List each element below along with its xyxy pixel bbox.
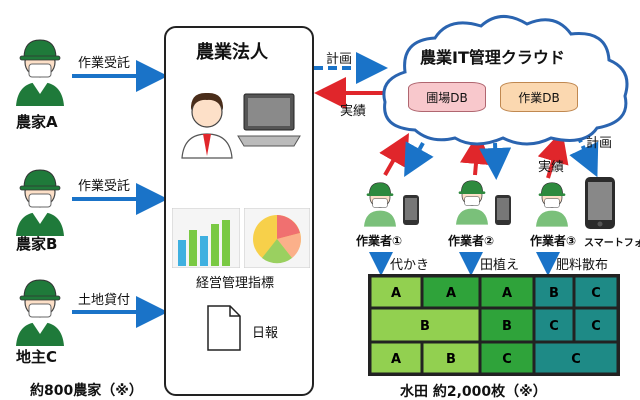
field-cell-label: B <box>502 319 512 334</box>
office-worker-icon <box>181 92 233 159</box>
landowner-c-group <box>10 270 70 350</box>
landowner-c-action: 土地貸付 <box>78 293 131 308</box>
field-cell-7 <box>480 308 534 342</box>
field-cell-11 <box>422 342 480 374</box>
field-cell-4 <box>534 276 574 308</box>
document-icon <box>207 305 241 351</box>
field-cell-9 <box>574 308 618 342</box>
worker3-label: 作業者③ <box>530 234 577 248</box>
field-cell-8 <box>534 308 574 342</box>
task2-label: 田植え <box>480 258 520 273</box>
field-cell-label: B <box>420 319 430 334</box>
farmer-b-icon <box>16 169 64 236</box>
fields-footer: 水田 約2,000枚（※） <box>400 384 547 400</box>
corp-doc-label: 日報 <box>252 326 279 341</box>
farmer-a-icon <box>16 39 64 106</box>
task1-label: 代かき <box>390 258 430 273</box>
field-cell-5 <box>574 276 618 308</box>
field-cell-label: C <box>549 319 559 334</box>
worker1-icon <box>364 182 396 227</box>
field-cell-6 <box>370 308 480 342</box>
worker2-label: 作業者② <box>448 234 495 248</box>
phone2-icon <box>495 195 511 225</box>
field-cell-label: A <box>391 352 401 367</box>
field-db-label: 圃場DB <box>426 91 468 105</box>
corp-title: 農業法人 <box>196 42 268 63</box>
worker2-up-arrow <box>460 132 492 176</box>
worker1-down-arrow <box>404 141 434 177</box>
field-cell-2 <box>422 276 480 308</box>
worker3-up-arrow <box>537 130 569 179</box>
field-cell-label: C <box>571 352 581 367</box>
field-cell-12 <box>480 342 534 374</box>
paddy-field-grid: A A A B C B B C C A B C C <box>368 274 620 376</box>
field-cell-label: B <box>446 352 456 367</box>
plan-label-2: 計画 <box>586 136 613 151</box>
worker3-down-arrow <box>569 135 599 178</box>
phone1-icon <box>403 195 419 225</box>
field-cell-label: A <box>502 286 512 301</box>
farmer-b-name: 農家B <box>16 235 58 253</box>
bar-chart-icon <box>172 208 240 268</box>
corp-chart-label: 経営管理指標 <box>196 276 275 291</box>
field-cell-13 <box>534 342 618 374</box>
work-db-label: 作業DB <box>518 91 560 105</box>
task3-label: 肥料散布 <box>556 258 609 273</box>
field-cell-label: A <box>391 286 401 301</box>
work-db: 作業DB <box>500 82 578 112</box>
farmer-a-name: 農家A <box>16 113 58 131</box>
cloud-shape <box>382 15 629 146</box>
smartphone-icon <box>585 177 615 229</box>
laptop-icon <box>237 93 301 147</box>
landowner-c-icon <box>16 279 64 346</box>
worker2-down-arrow <box>479 142 512 180</box>
worker1-label: 作業者① <box>356 234 403 248</box>
cloud-title: 農業IT管理クラウド <box>420 48 565 67</box>
field-cell-label: C <box>502 352 512 367</box>
farmer-b-action: 作業受託 <box>78 179 131 194</box>
field-cell-label: C <box>591 286 601 301</box>
worker2-icon <box>456 180 488 225</box>
smartphone-label: スマートフォン <box>584 238 640 249</box>
farmer-a-group <box>10 30 70 130</box>
farmer-b-group <box>10 160 70 240</box>
farmers-footer: 約800農家（※） <box>30 383 143 399</box>
farmer-a-action: 作業受託 <box>78 56 131 71</box>
field-cell-label: B <box>549 286 559 301</box>
actual-label: 実績 <box>340 104 367 119</box>
field-cell-label: C <box>591 319 601 334</box>
field-cell-3 <box>480 276 534 308</box>
field-db: 圃場DB <box>408 82 486 112</box>
actual-label-2: 実績 <box>538 160 565 175</box>
worker3-icon <box>536 182 568 227</box>
plan-label: 計画 <box>326 52 353 67</box>
pie-chart-icon <box>244 208 310 268</box>
field-cell-1 <box>370 276 422 308</box>
field-cell-label: A <box>446 286 456 301</box>
landowner-c-name: 地主C <box>16 348 58 366</box>
field-cell-10 <box>370 342 422 374</box>
worker1-up-arrow <box>379 133 409 176</box>
